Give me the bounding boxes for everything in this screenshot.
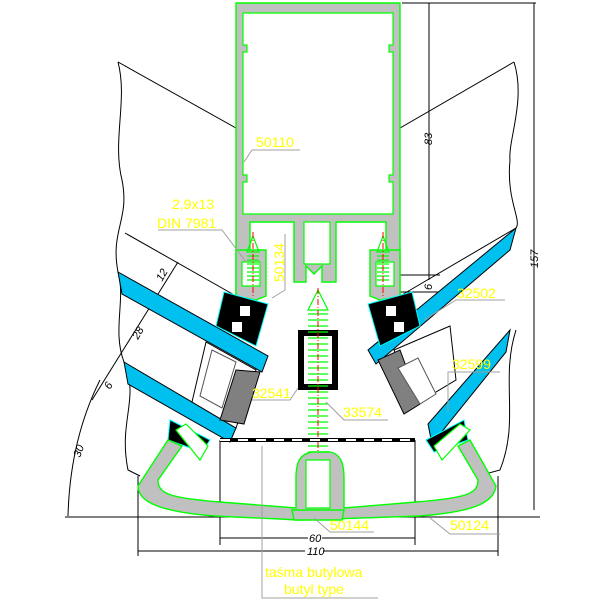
label-50110: 50110 (256, 134, 294, 150)
dimension-right: 83 157 6 (395, 2, 541, 510)
main-screw-33574 (307, 288, 329, 480)
label-32599: 32599 (452, 356, 491, 372)
dim-83: 83 (423, 132, 435, 145)
leaders (158, 149, 505, 599)
dim-28: 28 (130, 324, 147, 342)
small-screw-right (376, 232, 390, 296)
mullion-profile-50110 (235, 2, 401, 297)
dimension-bottom: 60 110 (137, 440, 499, 558)
label-32541: 32541 (252, 385, 291, 401)
label-32502: 32502 (457, 285, 496, 301)
glass-unit-left (117, 271, 269, 443)
label-screw-size: 2,9x13 (172, 196, 214, 212)
label-33574: 33574 (343, 404, 382, 420)
gasket-outer-right (367, 291, 421, 347)
label-tape-pl: taśma butylowa (265, 564, 362, 580)
dim-157: 157 (529, 249, 541, 268)
label-50134: 50134 (271, 243, 287, 282)
dim-6-left: 6 (102, 379, 116, 391)
label-tape-en: butyl type (284, 581, 344, 597)
cover-base-50144 (291, 459, 345, 521)
dim-30-angle: 30 (72, 443, 88, 459)
label-screw-din: DIN 7981 (157, 215, 216, 231)
dim-12: 12 (154, 267, 171, 284)
right-wall-outline (399, 61, 519, 477)
clamp-profile-50134 (235, 249, 401, 301)
gasket-outer-left (215, 291, 269, 347)
small-screw-left (246, 232, 260, 296)
dim-110: 110 (307, 546, 325, 558)
dim-60: 60 (309, 533, 322, 545)
dim-6-right: 6 (423, 283, 435, 290)
label-50124: 50124 (450, 517, 489, 533)
label-50144: 50144 (330, 517, 369, 533)
